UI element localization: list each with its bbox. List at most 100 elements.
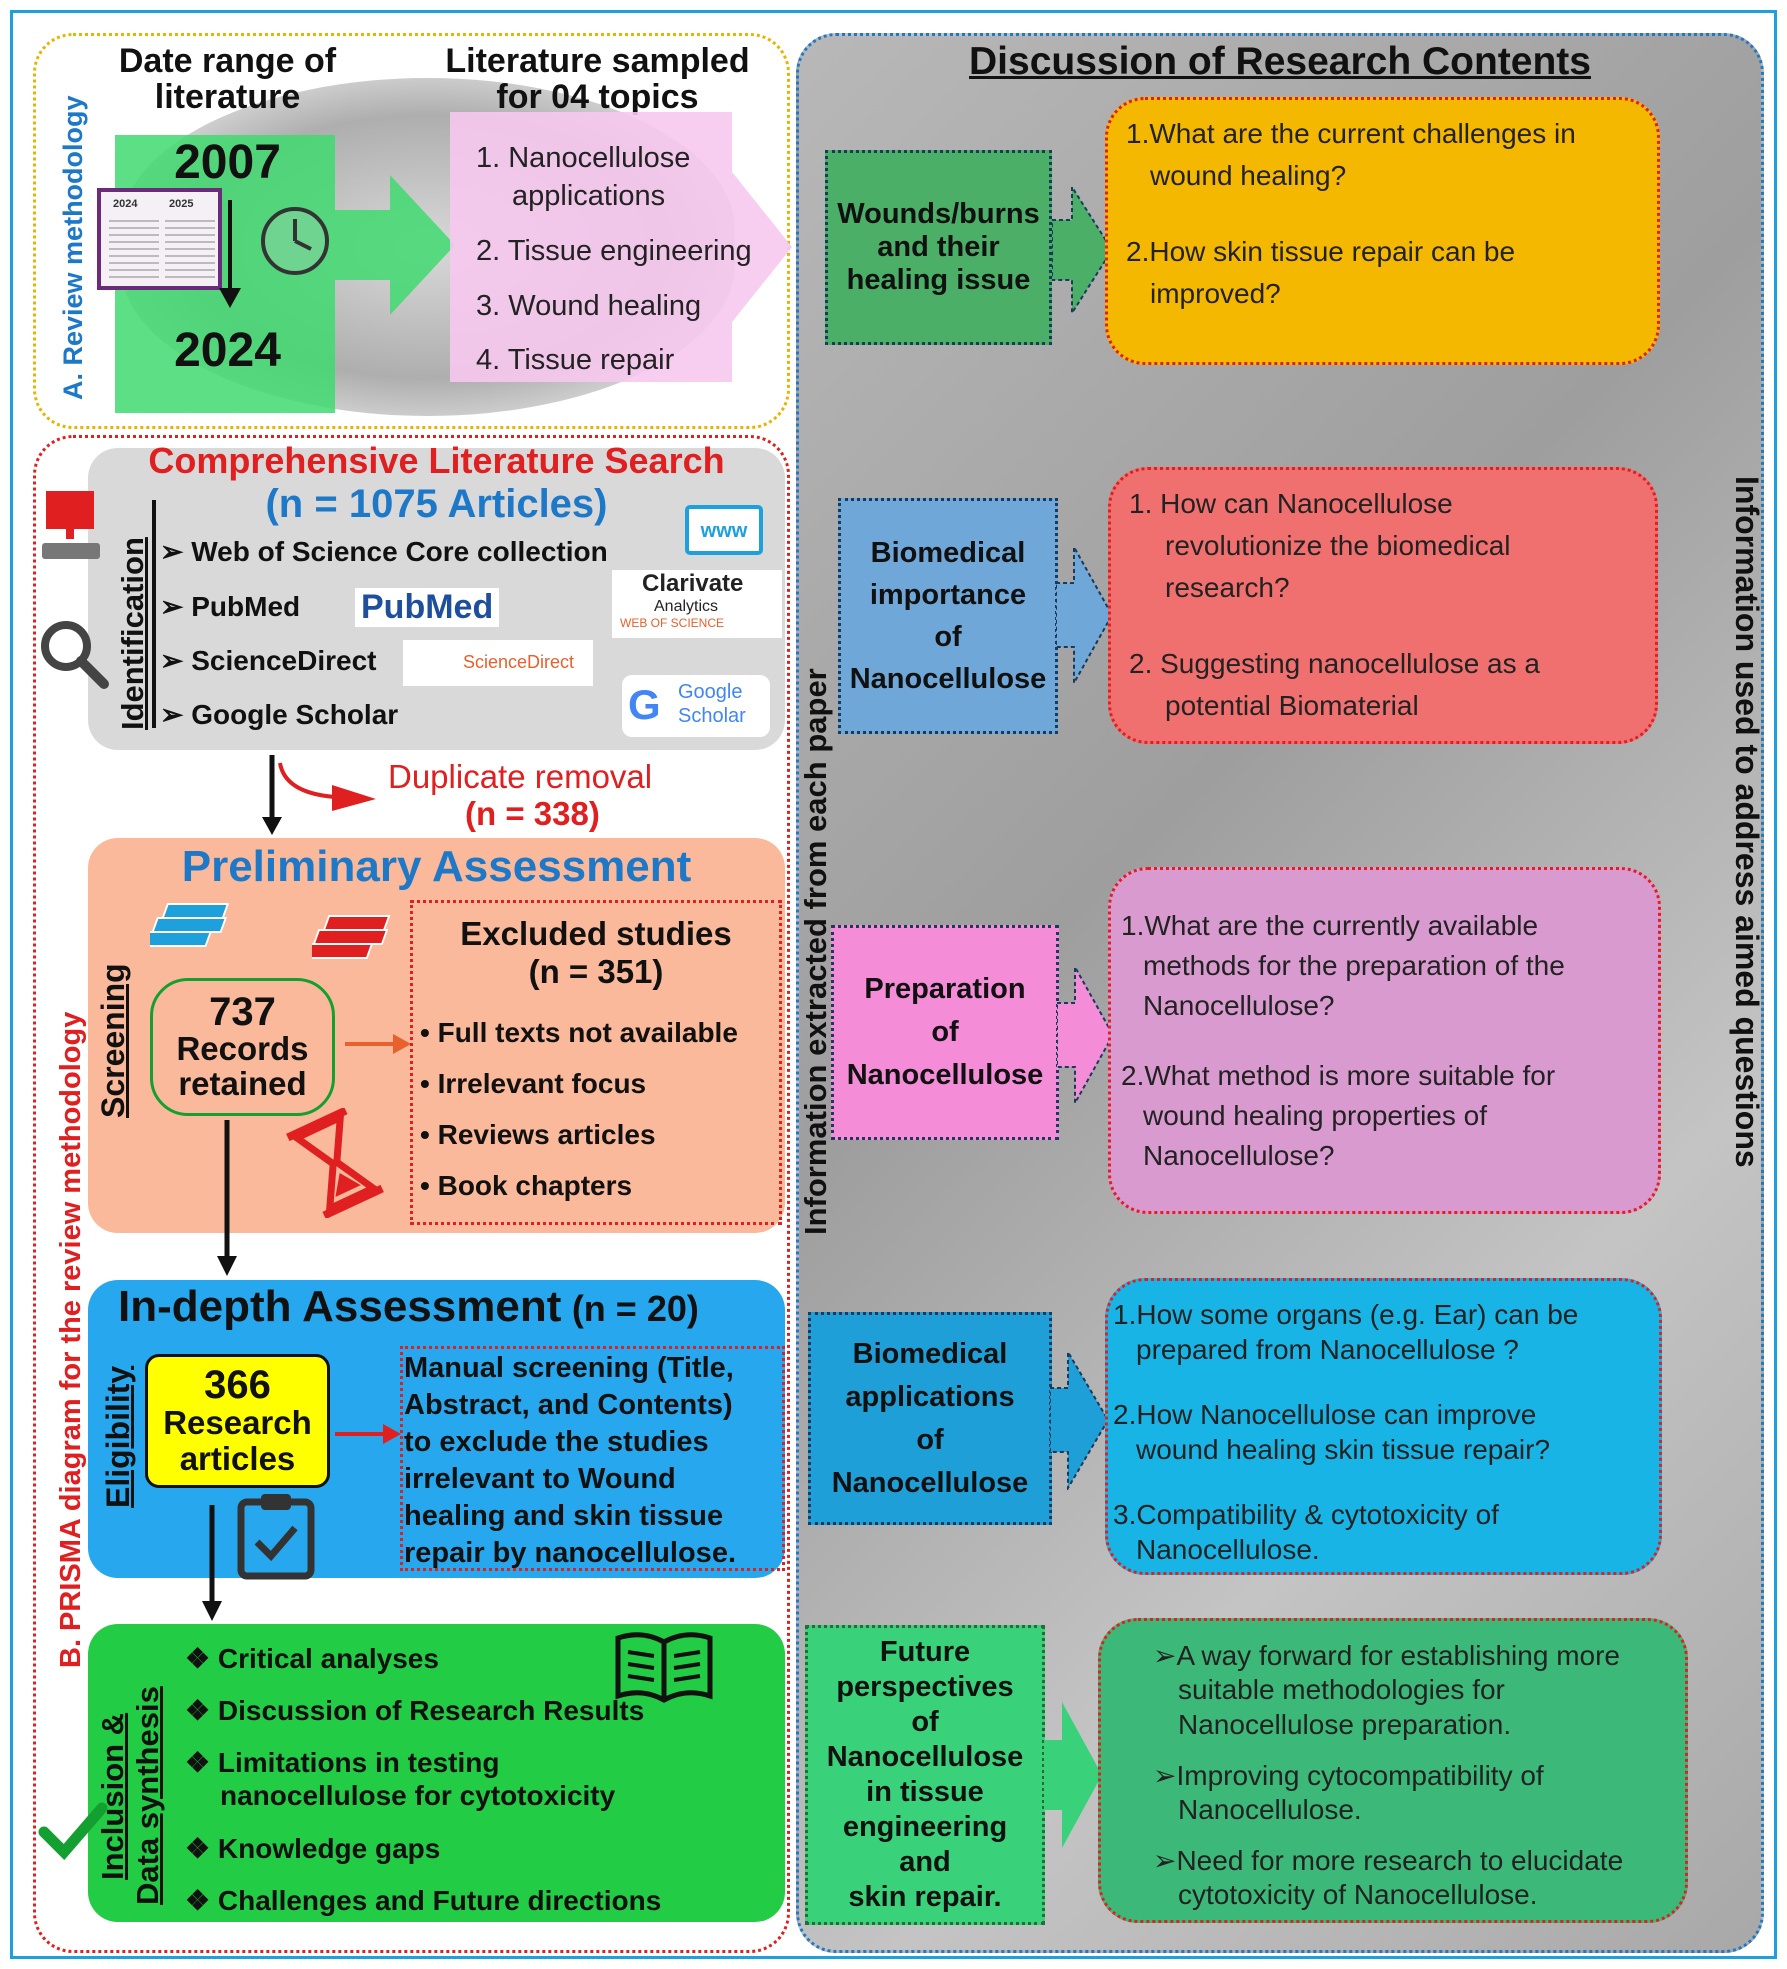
topic-line: importance: [869, 579, 1027, 611]
clock-icon: [261, 207, 329, 275]
clarivate-logo: Clarivate Analytics WEB OF SCIENCE: [612, 570, 782, 638]
indepth-title: In-depth Assessment (n = 20): [118, 1282, 699, 1332]
panel-a-label: A. Review methodology: [58, 95, 88, 400]
topic-line: healing issue: [846, 264, 1031, 296]
duplicate-label: Duplicate removal: [388, 758, 653, 795]
synthesis-item-cont: nanocellulose for cytotoxicity: [220, 1780, 616, 1811]
flow-arrow-eligibility-down: [202, 1505, 222, 1621]
books-blue-icon: [150, 903, 230, 947]
calendar-icon: 2024 2025: [97, 188, 222, 290]
panel-b-prisma: [33, 435, 790, 1953]
start-year: 2007: [174, 136, 281, 189]
question-line: 1.What are the current challenges in: [1126, 118, 1576, 149]
scholar-text: Scholar: [678, 705, 746, 727]
question-line: revolutionize the biomedical: [1165, 530, 1511, 561]
topic-line: of: [931, 1016, 959, 1048]
excluded-item-text: Full texts not available: [437, 1017, 738, 1048]
screening-stage-label: Screening: [95, 963, 131, 1118]
synthesis-item-text: Challenges and Future directions: [217, 1885, 662, 1916]
question-line: improved?: [1150, 278, 1281, 309]
question-line: ➢A way forward for establishing more: [1153, 1640, 1620, 1671]
arrow-row-1: [1052, 185, 1114, 315]
excluded-count: (n = 351): [528, 953, 664, 990]
manual-line: healing and skin tissue: [404, 1500, 724, 1532]
calendar-year-2: 2025: [169, 198, 194, 210]
topic-line: applications: [845, 1380, 1015, 1413]
excluded-item: • Irrelevant focus: [420, 1068, 647, 1099]
flow-arrow-orange: [345, 1034, 411, 1054]
question-line: wound healing skin tissue repair?: [1136, 1434, 1551, 1465]
retained-line2: retained: [178, 1065, 307, 1102]
questions-box-row-2: 1. How can Nanocellulose revolutionize t…: [1108, 467, 1658, 744]
synthesis-item: ❖ Critical analyses: [185, 1643, 439, 1674]
topic-3: 3. Wound healing: [476, 290, 702, 322]
inclusion-box: [88, 1624, 785, 1922]
search-title: Comprehensive Literature Search: [148, 440, 725, 481]
hourglass-icon: [286, 1108, 384, 1218]
question-line: suitable methodologies for: [1178, 1674, 1505, 1705]
excluded-item: • Full texts not available: [420, 1017, 738, 1048]
question-line: Nanocellulose?: [1143, 1140, 1335, 1171]
topic-line: perspectives: [836, 1671, 1014, 1703]
source-pubmed: ➢ PubMed: [160, 591, 301, 622]
questions-box-row-3: 1.What are the currently available metho…: [1108, 867, 1661, 1214]
analytics-text: Analytics: [654, 598, 719, 615]
topic-1-cont: applications: [512, 180, 666, 212]
question-line: 2.What method is more suitable for: [1121, 1060, 1556, 1091]
checkmark-icon: [38, 1802, 108, 1860]
topic-line: engineering: [842, 1811, 1008, 1843]
topic-biomedical-importance: Biomedical importance of Nanocellulose: [838, 498, 1058, 734]
manual-screening-text: Manual screening (Title, Abstract, and C…: [404, 1350, 736, 1572]
preliminary-title: Preliminary Assessment: [181, 842, 692, 891]
sciencedirect-text: ScienceDirect: [463, 652, 575, 672]
manual-screening-box: [400, 1346, 785, 1571]
books-red-icon: [312, 915, 391, 959]
right-vertical-label: Information used to address aimed questi…: [1729, 476, 1765, 1168]
question-line: 3.Compatibility & cytotoxicity of: [1113, 1499, 1499, 1530]
flow-arrows-duplicate: [262, 755, 376, 835]
topic-1: 1. Nanocellulose: [476, 142, 691, 174]
excluded-title: Excluded studies: [460, 915, 732, 952]
question-line: 1. How can Nanocellulose: [1129, 488, 1453, 519]
topic-4: 4. Tissue repair: [476, 344, 675, 376]
panel-b-label: B. PRISMA diagram for the review methodo…: [55, 1011, 87, 1668]
question-line: wound healing?: [1150, 160, 1347, 191]
outer-frame: [10, 10, 1777, 1959]
synthesis-item-text: Limitations in testing: [217, 1747, 500, 1778]
flow-arrow-screening-down: [217, 1120, 237, 1276]
research-articles-box: 366 Research articles: [145, 1354, 330, 1488]
questions-box-row-4: 1.How some organs (e.g. Ear) can be prep…: [1105, 1278, 1662, 1575]
question-line: cytotoxicity of Nanocellulose.: [1178, 1879, 1538, 1910]
topics-box: [450, 112, 732, 382]
arrow-row-3: [1057, 965, 1115, 1105]
computer-icon: [42, 491, 100, 559]
source-web-of-science: ➢ Web of Science Core collection: [160, 536, 608, 567]
question-line: 2.How skin tissue repair can be: [1126, 236, 1516, 267]
excluded-box: Excluded studies (n = 351): [410, 900, 782, 1225]
topic-line: of: [916, 1423, 944, 1456]
topic-line: Preparation: [864, 973, 1026, 1005]
topics-title-text: Literature sampled for 04 topics: [445, 42, 750, 116]
magnifier-icon: [41, 621, 109, 689]
stage-bracket: [152, 500, 156, 728]
synthesis-item: ❖ Limitations in testing: [185, 1747, 500, 1778]
synthesis-item-text: Knowledge gaps: [217, 1833, 441, 1864]
topic-line: of: [934, 621, 962, 653]
wos-text: WEB OF SCIENCE: [620, 616, 725, 630]
synthesis-item: ❖ Discussion of Research Results: [185, 1695, 645, 1726]
question-line: ➢Need for more research to elucidate: [1153, 1845, 1624, 1876]
source-text: Web of Science Core collection: [191, 536, 608, 567]
question-line: 2.How Nanocellulose can improve: [1113, 1399, 1537, 1430]
topic-line: Wounds/burns: [837, 198, 1040, 230]
panel-a-review-methodology: [33, 33, 790, 429]
excluded-item: • Book chapters: [420, 1170, 633, 1201]
topic-line: Nanocellulose: [849, 663, 1047, 695]
manual-line: repair by nanocellulose.: [404, 1537, 736, 1569]
topic-wounds-burns: Wounds/burns and their healing issue: [825, 150, 1052, 345]
topic-line: in tissue: [866, 1776, 984, 1808]
duplicate-count: (n = 338): [465, 795, 600, 832]
topic-line: skin repair.: [848, 1881, 1002, 1913]
topic-line: Future: [879, 1636, 971, 1668]
synthesis-item: ❖ Challenges and Future directions: [185, 1885, 662, 1916]
topic-line: Biomedical: [870, 537, 1026, 569]
